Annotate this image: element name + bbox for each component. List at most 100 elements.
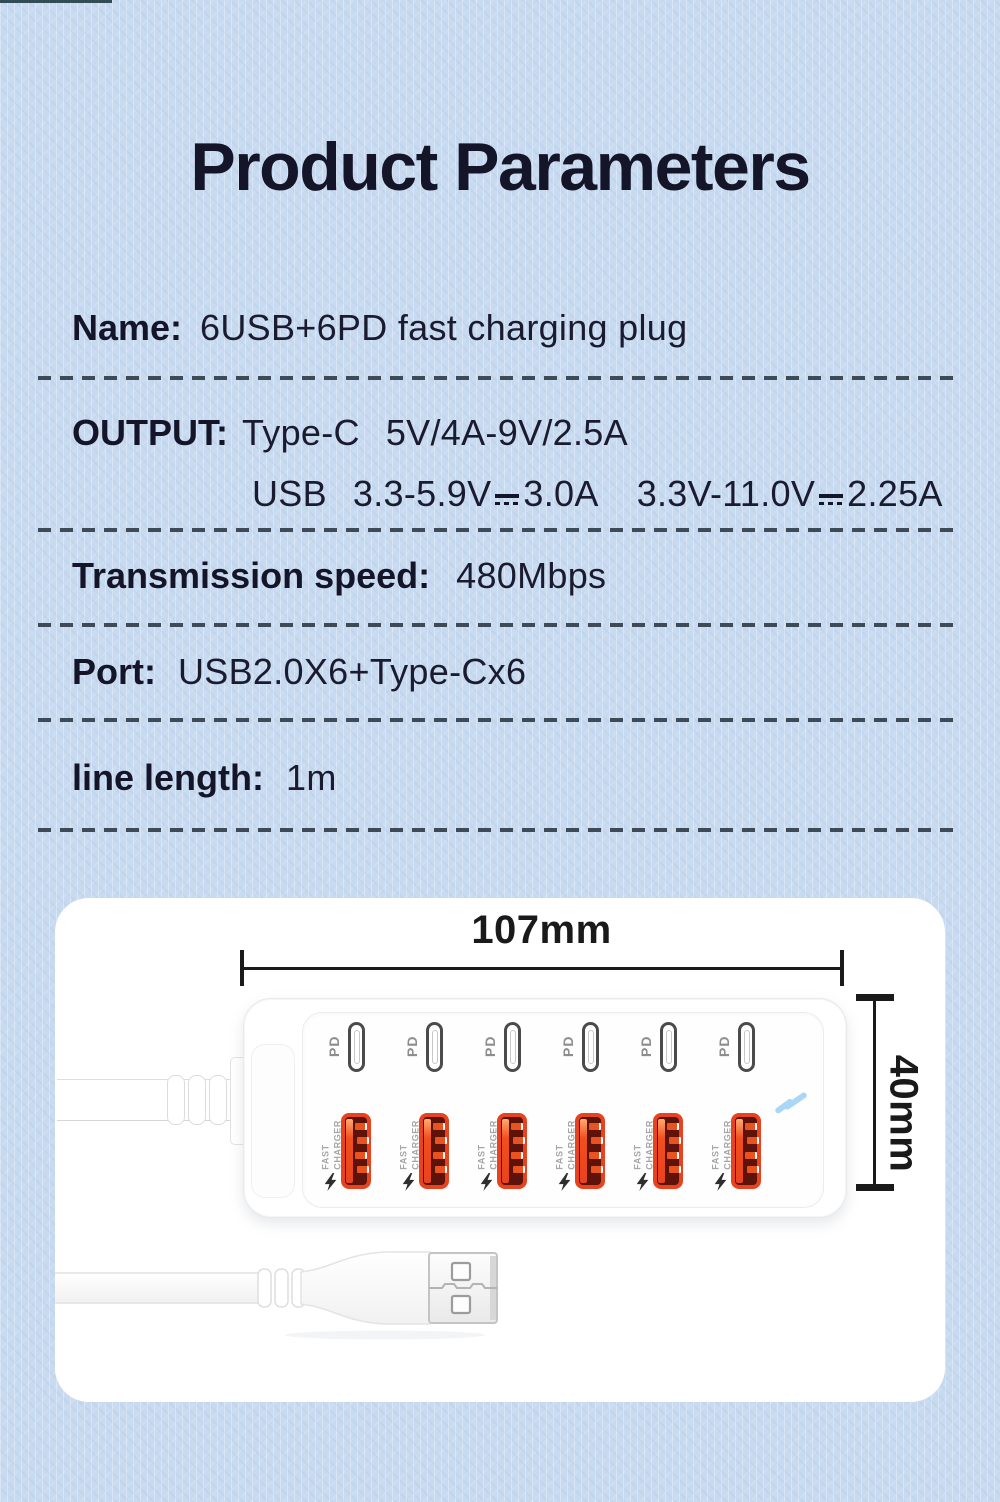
usb-port-tongue [346, 1119, 353, 1183]
connector-seam [429, 1283, 497, 1289]
cable-ridge [209, 1075, 227, 1125]
connector-cable [55, 1272, 266, 1304]
type-c-port [504, 1022, 521, 1072]
length-label: line length: [72, 757, 264, 798]
width-dimension-line [241, 967, 842, 970]
fast-charger-line1: FAST [476, 1144, 487, 1170]
spec-row-speed: Transmission speed: 480Mbps [72, 558, 960, 594]
width-dimension-tick-left [240, 950, 244, 986]
usb-a-connector [55, 1251, 498, 1340]
fast-charger-line1: FAST [320, 1144, 331, 1170]
separator-line [38, 828, 962, 832]
lightning-bolt-icon [402, 1173, 415, 1191]
type-c-port-unit: PD [636, 1018, 714, 1076]
usb-a-port-unit: FAST CHARGER [554, 1109, 633, 1193]
cable-ridge [188, 1075, 206, 1125]
fast-charger-line1: FAST [632, 1144, 643, 1170]
power-cable [57, 1079, 233, 1121]
speed-label: Transmission speed: [72, 555, 431, 596]
hub-side-groove [251, 1044, 295, 1198]
port-value: USB2.0X6+Type-Cx6 [178, 651, 527, 692]
connector-hole [450, 1294, 472, 1315]
usb-port-row: FAST CHARGER FAST CHARGER [302, 1105, 822, 1197]
spec-row-name: Name: 6USB+6PD fast charging plug [72, 310, 960, 346]
cable-ridge [167, 1075, 185, 1125]
lightning-bolt-icon [558, 1173, 571, 1191]
dc-symbol-icon [495, 492, 520, 507]
type-c-port [348, 1022, 365, 1072]
usb-port-tongue [502, 1119, 509, 1183]
separator-line [38, 718, 962, 722]
width-dimension-tick-right [840, 950, 844, 986]
lightning-bolt-icon [714, 1173, 727, 1191]
separator-line [38, 623, 962, 627]
output-label: OUTPUT: [72, 412, 228, 453]
type-c-port-unit: PD [558, 1018, 636, 1076]
output-usb-amp2: 2.25A [847, 473, 943, 514]
type-c-port-unit: PD [402, 1018, 480, 1076]
speed-value: 480Mbps [456, 555, 607, 596]
type-c-port-unit: PD [714, 1018, 792, 1076]
fast-charger-line1: FAST [554, 1144, 565, 1170]
usb-port-tongue [580, 1119, 587, 1183]
type-c-port-slot [743, 1030, 750, 1064]
lightning-bolt-icon [480, 1173, 493, 1191]
usb-a-port [419, 1113, 449, 1189]
connector-shadow [285, 1330, 485, 1340]
lightning-bolt-icon [324, 1173, 337, 1191]
separator-line [38, 528, 962, 532]
pd-port-row: PD PD PD PD PD PD [302, 1018, 822, 1076]
fast-charger-line1: FAST [710, 1144, 721, 1170]
type-c-port [426, 1022, 443, 1072]
output-usb-range2: 3.3V-11.0V [636, 473, 816, 514]
usb-a-port-unit: FAST CHARGER [632, 1109, 711, 1193]
cable-ridge [257, 1268, 272, 1308]
width-dimension-label: 107mm [471, 908, 612, 952]
cable-ridge [274, 1268, 289, 1308]
type-c-port-slot [587, 1030, 594, 1064]
pd-port-label: PD [560, 1035, 576, 1057]
usb-port-tongue [658, 1119, 665, 1183]
type-c-port [660, 1022, 677, 1072]
top-edge-artifact [0, 0, 112, 3]
fast-charger-line1: FAST [398, 1144, 409, 1170]
spec-row-output-line2: USB 3.3-5.9V 3.0A 3.3V-11.0V 2.25A [252, 476, 960, 512]
type-c-port-slot [431, 1030, 438, 1064]
usb-a-port-unit: FAST CHARGER [476, 1109, 555, 1193]
type-c-port-slot [665, 1030, 672, 1064]
height-dimension-label: 40mm [881, 1054, 926, 1173]
lightning-bolt-icon [636, 1173, 649, 1191]
type-c-port [582, 1022, 599, 1072]
output-typec-value: 5V/4A-9V/2.5A [385, 412, 628, 453]
height-dimension-line [873, 998, 876, 1188]
dc-symbol-icon [819, 492, 844, 507]
name-value: 6USB+6PD fast charging plug [200, 307, 688, 348]
connector-hole [450, 1261, 472, 1282]
type-c-port-unit: PD [480, 1018, 558, 1076]
output-usb-amp1: 3.0A [523, 473, 599, 514]
usb-a-port [653, 1113, 683, 1189]
page-title: Product Parameters [190, 129, 811, 205]
blue-lightning-icon [775, 1092, 807, 1114]
port-label: Port: [72, 651, 156, 692]
usb-port-tongue [736, 1119, 743, 1183]
output-usb-label: USB [252, 473, 327, 514]
output-usb-range1: 3.3-5.9V [352, 473, 492, 514]
usb-a-port [341, 1113, 371, 1189]
spec-row-port: Port: USB2.0X6+Type-Cx6 [72, 654, 960, 690]
separator-line [38, 376, 962, 380]
type-c-port [738, 1022, 755, 1072]
usb-a-port-unit: FAST CHARGER [398, 1109, 477, 1193]
usb-port-tongue [424, 1119, 431, 1183]
type-c-port-unit: PD [324, 1018, 402, 1076]
length-value: 1m [286, 757, 337, 798]
usb-a-port [575, 1113, 605, 1189]
type-c-port-slot [509, 1030, 516, 1064]
pd-port-label: PD [482, 1035, 498, 1057]
usb-a-port [731, 1113, 761, 1189]
spec-row-length: line length: 1m [72, 760, 960, 796]
type-c-port-slot [353, 1030, 360, 1064]
name-label: Name: [72, 307, 183, 348]
